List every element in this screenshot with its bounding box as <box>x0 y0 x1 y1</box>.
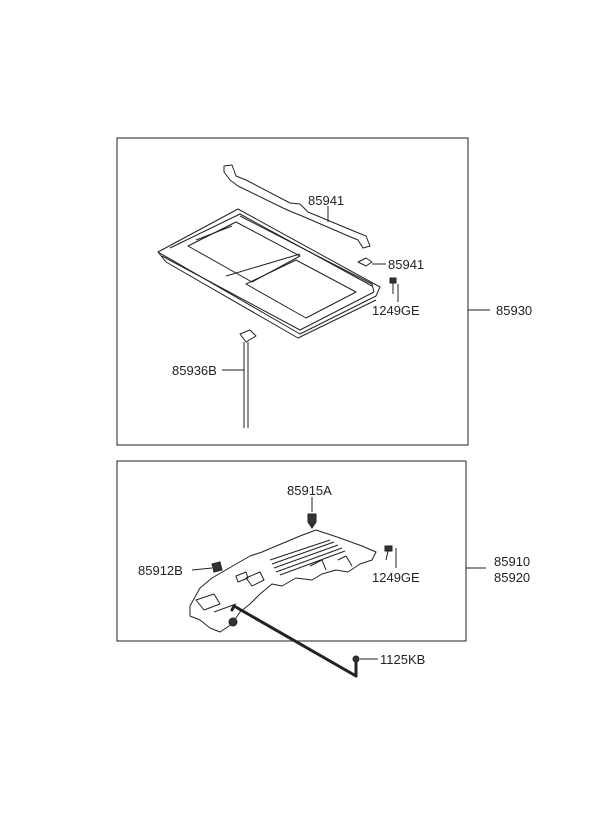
upper-assembly-label: 85930 <box>496 303 532 318</box>
lower-group: 85910 85920 85915A 85912B 1249GE <box>116 460 530 678</box>
left-clip-leader <box>191 567 213 571</box>
left-clip-label: 85912B <box>138 563 183 578</box>
top-clip-label: 85915A <box>287 483 332 498</box>
lower-assembly-label-1: 85910 <box>494 554 530 569</box>
support-rod-part <box>239 329 257 428</box>
cable-label: 1125KB <box>380 652 425 667</box>
upper-bolt-label: 1249GE <box>372 303 420 318</box>
cable-part <box>230 604 358 678</box>
parcel-shelf-part <box>157 208 381 339</box>
upper-group-frame <box>116 137 469 446</box>
lower-bolt-label: 1249GE <box>372 570 420 585</box>
long-bracket-label: 85941 <box>308 193 344 208</box>
upper-group: 85930 85941 85941 1249GE <box>116 137 532 446</box>
top-clip-part <box>307 513 317 529</box>
cable-end-part <box>352 655 360 663</box>
small-bracket-part <box>357 257 373 267</box>
upper-bolt-part <box>389 277 397 294</box>
lower-group-frame <box>116 460 467 642</box>
small-bracket-label: 85941 <box>388 257 424 272</box>
lower-assembly-label-2: 85920 <box>494 570 530 585</box>
lower-bolt-part <box>384 545 393 561</box>
trim-panel-part <box>189 529 377 633</box>
support-rod-label: 85936B <box>172 363 217 378</box>
left-clip-part <box>211 561 223 573</box>
long-bracket-part <box>223 164 371 249</box>
